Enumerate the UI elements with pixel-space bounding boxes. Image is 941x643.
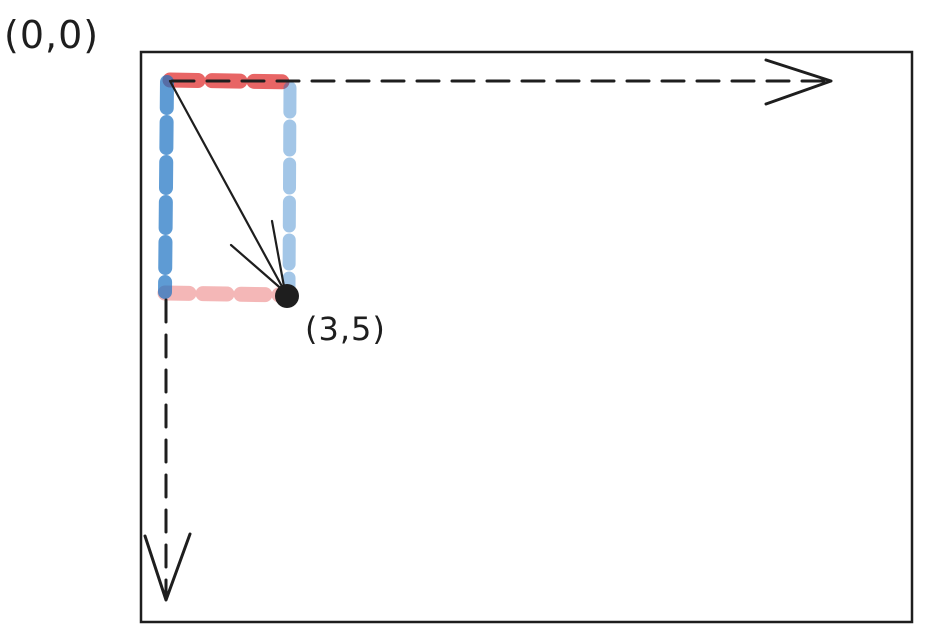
y-axis-arrowhead [143, 532, 192, 602]
point-label: (3,5) [305, 310, 386, 348]
point-marker [275, 284, 299, 308]
canvas-frame [139, 50, 914, 624]
y-component-left-segment [158, 75, 174, 299]
position-vector-arrowhead [229, 219, 287, 294]
x-axis-arrowhead [764, 58, 833, 106]
position-vector-line [168, 79, 287, 294]
x-component-bottom-segment [157, 285, 293, 303]
y-component-right-segment [282, 81, 297, 295]
origin-label: (0,0) [4, 13, 99, 57]
